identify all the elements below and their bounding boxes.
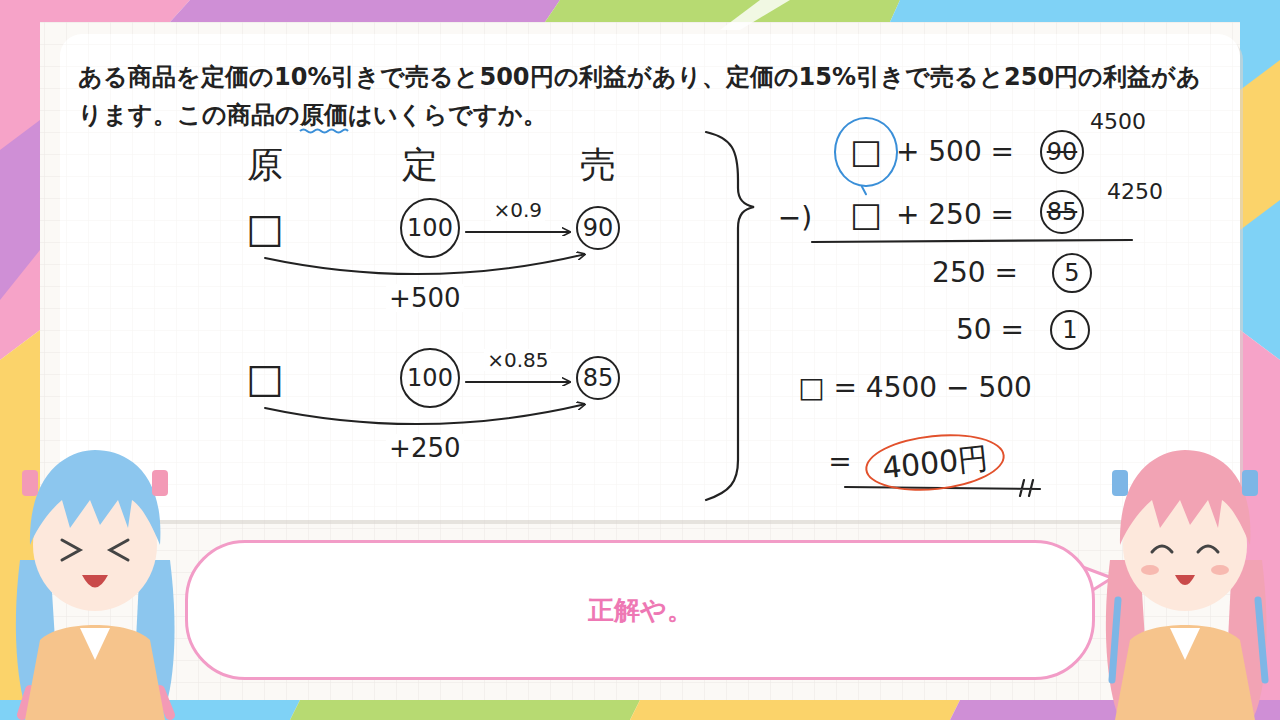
answer-underline bbox=[845, 480, 1040, 496]
equation-text: + 500 = bbox=[896, 136, 1014, 168]
equation-text: = bbox=[828, 446, 851, 478]
circled-number: 85 bbox=[1040, 190, 1085, 235]
bubble-text: 正解や。 bbox=[588, 596, 693, 625]
equation-text: 4500 bbox=[1090, 109, 1146, 134]
edge-label: ×0.9 bbox=[491, 199, 546, 221]
node-text: □ bbox=[850, 196, 882, 233]
column-heading: 原 bbox=[247, 144, 283, 185]
right-character bbox=[1106, 450, 1267, 720]
speech-bubble: 正解や。 bbox=[185, 540, 1095, 680]
node-text: 100 bbox=[407, 365, 453, 391]
handwritten-box-symbol: □ bbox=[847, 194, 885, 235]
node-text: 1 bbox=[1062, 317, 1077, 343]
node-text: 90 bbox=[1047, 139, 1078, 165]
problem-text: ある商品を定価の10%引きで売ると500円の利益があり、定価の15%引きで売ると… bbox=[78, 58, 1223, 134]
equation-text: 50 = bbox=[956, 314, 1024, 346]
circled-number: 100 bbox=[400, 198, 460, 258]
edge-label: +500 bbox=[386, 284, 463, 313]
arrow-connector bbox=[466, 381, 570, 383]
circled-number: 100 bbox=[400, 348, 460, 408]
edge-label: +250 bbox=[386, 434, 463, 463]
node-text: 5 bbox=[1064, 260, 1079, 286]
circled-number: □ bbox=[834, 117, 897, 186]
node-text: 85 bbox=[1047, 199, 1078, 225]
circled-number: 90 bbox=[576, 206, 621, 251]
subtraction-line bbox=[812, 240, 1132, 242]
equation-text: −) bbox=[778, 202, 812, 234]
column-heading: 売 bbox=[580, 144, 616, 185]
node-text: □ bbox=[850, 133, 882, 170]
handwritten-box-symbol: □ bbox=[243, 204, 287, 252]
edge-label: ×0.85 bbox=[484, 349, 551, 371]
equation-text: □ = 4500 − 500 bbox=[798, 372, 1032, 404]
equation-text: + 250 = bbox=[896, 199, 1014, 231]
circled-number: 4000円 bbox=[862, 427, 1007, 496]
brace bbox=[706, 132, 754, 500]
column-heading: 定 bbox=[402, 144, 438, 185]
arrow-connector bbox=[466, 231, 570, 233]
equation-text: 4250 bbox=[1107, 179, 1163, 204]
circled-number: 5 bbox=[1052, 253, 1092, 293]
wavy-underline bbox=[300, 130, 348, 133]
node-text: 100 bbox=[407, 215, 453, 241]
node-text: 85 bbox=[583, 365, 614, 391]
node-text: 4000円 bbox=[880, 440, 989, 484]
left-character bbox=[16, 450, 175, 720]
equation-text: 250 = bbox=[932, 257, 1018, 289]
node-text: □ bbox=[246, 206, 284, 250]
circled-number: 1 bbox=[1050, 310, 1090, 350]
circled-number: 85 bbox=[576, 356, 621, 401]
node-text: 90 bbox=[583, 215, 614, 241]
handwritten-box-symbol: □ bbox=[243, 354, 287, 402]
node-text: □ bbox=[246, 356, 284, 400]
circled-number: 90 bbox=[1040, 130, 1085, 175]
link-line bbox=[862, 187, 866, 195]
